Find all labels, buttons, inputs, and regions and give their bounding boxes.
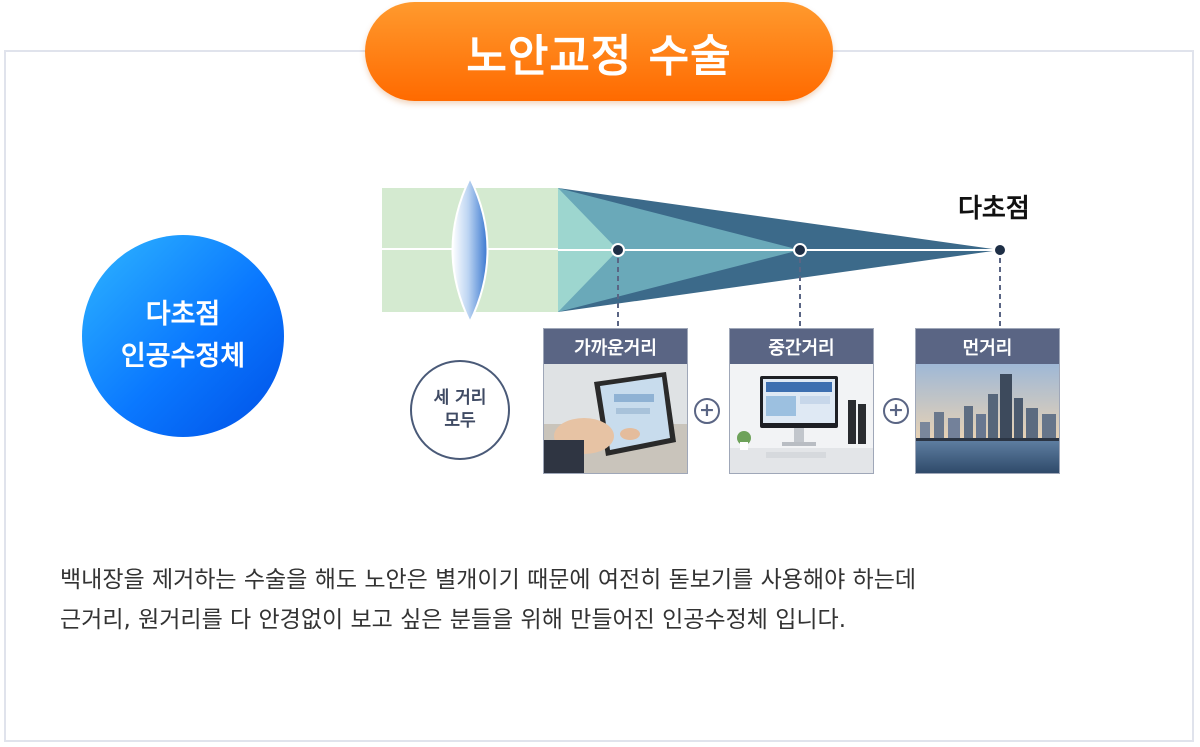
near-distance-card: 가까운거리 — [543, 328, 688, 474]
mid-distance-card: 중간거리 — [729, 328, 874, 474]
description-line2: 근거리, 원거리를 다 안경없이 보고 싶은 분들을 위해 만들어진 인공수정체… — [60, 607, 847, 633]
mid-focal-point — [793, 243, 807, 257]
near-distance-label: 가까운거리 — [544, 329, 687, 364]
all-distances-badge: 세 거리 모두 — [410, 360, 510, 460]
focus-label: 다초점 — [958, 194, 1030, 224]
city-skyline-photo — [916, 364, 1059, 473]
tablet-photo — [544, 364, 687, 473]
near-focal-point — [611, 243, 625, 257]
lens-icon — [451, 175, 489, 325]
lens-type-line1: 다초점 — [145, 299, 221, 330]
far-distance-label: 먼거리 — [916, 329, 1059, 364]
far-distance-card: 먼거리 — [915, 328, 1060, 474]
all-distances-line1: 세 거리 — [433, 388, 487, 408]
far-focal-point — [993, 243, 1007, 257]
desktop-computer-photo — [730, 364, 873, 473]
lens-type-badge: 다초점 인공수정체 — [82, 235, 284, 437]
plus-icon: + — [883, 398, 909, 424]
plus-icon: + — [694, 398, 720, 424]
description-line1: 백내장을 제거하는 수술을 해도 노안은 별개이기 때문에 여전히 돋보기를 사… — [60, 567, 917, 593]
lens-type-line2: 인공수정체 — [120, 341, 246, 372]
mid-distance-label: 중간거리 — [730, 329, 873, 364]
description: 백내장을 제거하는 수술을 해도 노안은 별개이기 때문에 여전히 돋보기를 사… — [60, 560, 1160, 640]
page-title: 노안교정 수술 — [365, 2, 833, 101]
all-distances-line2: 모두 — [444, 411, 476, 431]
